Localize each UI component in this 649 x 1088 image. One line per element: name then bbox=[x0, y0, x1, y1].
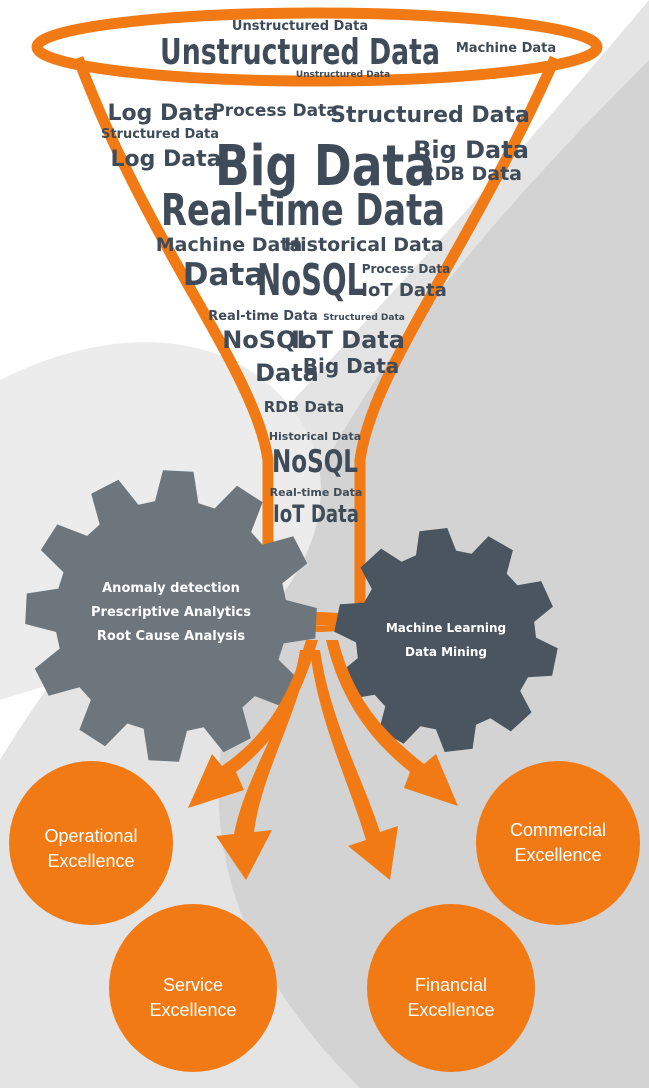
arrow-operational bbox=[188, 640, 318, 808]
outcome-financial: Financial Excellence bbox=[367, 904, 535, 1072]
gear-icon bbox=[25, 470, 317, 762]
gear-right-line: Data Mining bbox=[405, 645, 487, 659]
outcome-arrows bbox=[188, 640, 458, 880]
outcome-operational: Operational Excellence bbox=[9, 761, 173, 925]
funnel-word: Real-time Data bbox=[208, 309, 318, 324]
outcome-label: Service bbox=[163, 975, 223, 995]
gear-right-line: Machine Learning bbox=[386, 621, 506, 635]
outcome-circle bbox=[367, 904, 535, 1072]
funnel-word: Log Data bbox=[110, 147, 221, 172]
funnel-word: Data bbox=[183, 257, 265, 293]
funnel-word: Data bbox=[255, 359, 319, 387]
funnel-word: RDB Data bbox=[264, 398, 345, 416]
funnel-word: Unstructured Data bbox=[296, 70, 390, 80]
funnel-word: Real-time Data bbox=[270, 486, 363, 499]
funnel-word: IoT Data bbox=[361, 280, 446, 301]
funnel-word: NoSQL bbox=[272, 444, 358, 480]
funnel-word: Structured Data bbox=[330, 103, 530, 128]
gear-icon bbox=[334, 528, 558, 752]
gear-left-line: Anomaly detection bbox=[102, 581, 240, 596]
funnel-word: Log Data bbox=[107, 101, 218, 126]
funnel-word: Process Data bbox=[362, 262, 451, 276]
funnel-word: Real-time Data bbox=[161, 185, 445, 236]
outcome-label: Excellence bbox=[47, 851, 134, 871]
funnel-word: Machine Data bbox=[156, 234, 303, 256]
outcome-service: Service Excellence bbox=[109, 904, 277, 1072]
funnel-word: IoT Data bbox=[291, 326, 405, 354]
arrow-commercial bbox=[326, 640, 458, 806]
funnel-rim bbox=[31, 7, 603, 87]
gear-left: Anomaly detection Prescriptive Analytics… bbox=[25, 470, 317, 762]
outcome-circle bbox=[476, 761, 640, 925]
funnel-word: Unstructured Data bbox=[232, 19, 368, 34]
outcome-label: Financial bbox=[415, 975, 487, 995]
funnel-word: RDB Data bbox=[420, 163, 522, 185]
funnel-word: Big Data bbox=[413, 136, 529, 164]
outcome-circle bbox=[9, 761, 173, 925]
outcome-label: Excellence bbox=[514, 845, 601, 865]
word-cloud: Unstructured Data Unstructured Data Mach… bbox=[101, 19, 556, 528]
outcome-commercial: Commercial Excellence bbox=[476, 761, 640, 925]
funnel-word: Big Data bbox=[303, 354, 400, 378]
funnel-word: Process Data bbox=[212, 101, 337, 121]
funnel-word: Historical Data bbox=[269, 430, 361, 443]
funnel-word: Big Data bbox=[215, 134, 435, 199]
funnel-word: Historical Data bbox=[284, 234, 443, 256]
outcome-circle bbox=[109, 904, 277, 1072]
funnel-word: Structured Data bbox=[101, 127, 219, 142]
outcome-label: Excellence bbox=[407, 1000, 494, 1020]
funnel-word: NoSQL bbox=[222, 326, 312, 354]
outcome-label: Excellence bbox=[149, 1000, 236, 1020]
arrow-service bbox=[216, 650, 310, 880]
funnel-word: Machine Data bbox=[456, 41, 556, 56]
funnel-word: Unstructured Data bbox=[160, 32, 440, 73]
funnel-word: NoSQL bbox=[257, 255, 365, 306]
gear-left-line: Prescriptive Analytics bbox=[91, 605, 251, 620]
funnel-word: IoT Data bbox=[273, 500, 359, 528]
funnel-word: Structured Data bbox=[323, 313, 405, 323]
gear-right: Machine Learning Data Mining bbox=[334, 528, 558, 752]
gear-left-line: Root Cause Analysis bbox=[97, 629, 245, 644]
outcome-label: Commercial bbox=[510, 820, 606, 840]
outcome-label: Operational bbox=[44, 826, 137, 846]
arrow-financial bbox=[310, 650, 398, 880]
